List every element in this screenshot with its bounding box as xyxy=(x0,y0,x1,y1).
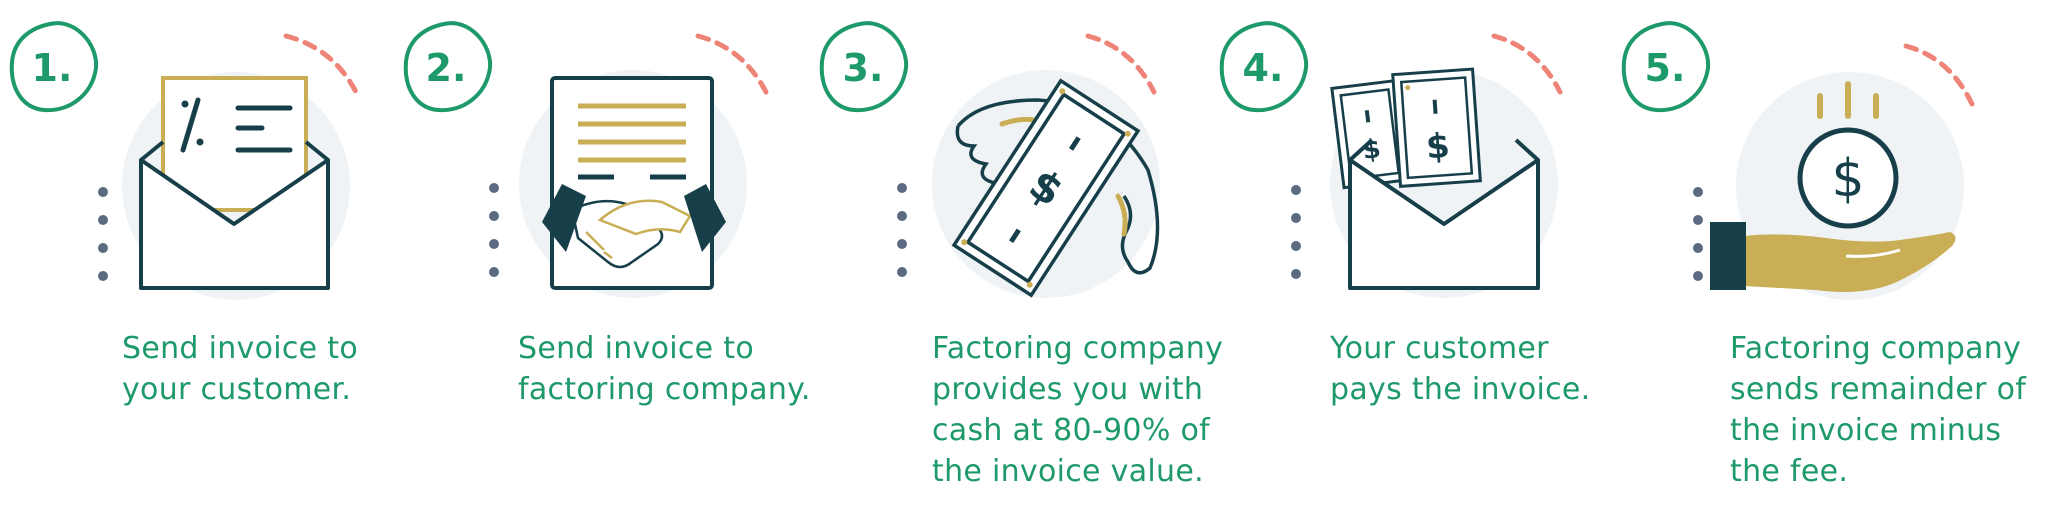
step-description: Factoring company sends remainder of the… xyxy=(1730,331,2027,489)
handshake-document-icon xyxy=(542,76,726,290)
flying-cash-icon: $ xyxy=(951,78,1160,298)
svg-text:$: $ xyxy=(1361,134,1383,166)
step-5: 5. $ Factoring company sends remainder o… xyxy=(1610,0,2026,514)
step-5-badge: 5. xyxy=(1621,21,1711,113)
step-4-badge: 4. xyxy=(1219,21,1309,113)
step-dots xyxy=(98,187,108,281)
step-4-illustration: 4. $ $ xyxy=(1219,21,1563,298)
coral-arc-icon xyxy=(695,33,769,95)
coral-arc-icon xyxy=(1085,33,1157,95)
step-3-badge: 3. xyxy=(819,21,909,113)
badge-outline-icon xyxy=(1219,21,1309,113)
step-1-badge: 1. xyxy=(9,21,99,113)
envelope-with-cash-icon: $ $ xyxy=(1330,67,1540,290)
svg-text:$: $ xyxy=(1425,126,1451,168)
step-2-illustration: 2. xyxy=(403,21,769,298)
step-description: Your customer pays the invoice. xyxy=(1330,331,1591,407)
step-3-illustration: 3. $ xyxy=(819,21,1160,298)
step-dots xyxy=(897,183,907,277)
step-dots xyxy=(489,183,499,277)
step-number: 3. xyxy=(843,46,884,90)
step-5-illustration: 5. $ xyxy=(1621,21,1975,300)
coral-arc-icon xyxy=(1903,43,1975,107)
badge-outline-icon xyxy=(403,21,493,113)
step-2-badge: 2. xyxy=(403,21,493,113)
step-number: 2. xyxy=(426,46,467,90)
step-description: Send invoice to factoring company. xyxy=(518,331,811,407)
envelope-with-invoice-icon xyxy=(139,76,330,290)
badge-outline-icon xyxy=(819,21,909,113)
svg-text:$: $ xyxy=(1831,149,1864,209)
step-1: 1. Send invoice to your customer. xyxy=(0,0,400,514)
badge-outline-icon xyxy=(1621,21,1711,113)
coral-arc-icon xyxy=(1491,33,1563,95)
coral-arc-icon xyxy=(283,33,359,95)
step-4: 4. $ $ Your customer pays the in xyxy=(1210,0,1610,514)
step-dots xyxy=(1291,185,1301,279)
step-1-illustration: 1. xyxy=(9,21,359,300)
step-description: Factoring company provides you with cash… xyxy=(932,331,1224,489)
step-2: 2. Send invoice to factoring company. xyxy=(400,0,810,514)
step-dots xyxy=(1693,187,1703,281)
step-number: 4. xyxy=(1243,46,1284,90)
hand-with-coin-icon: $ xyxy=(1710,81,1956,292)
step-description: Send invoice to your customer. xyxy=(122,331,358,407)
step-3: 3. $ Factoring company provides you with… xyxy=(810,0,1223,514)
step-number: 1. xyxy=(32,46,73,90)
badge-outline-icon xyxy=(9,21,99,113)
step-number: 5. xyxy=(1645,46,1686,90)
